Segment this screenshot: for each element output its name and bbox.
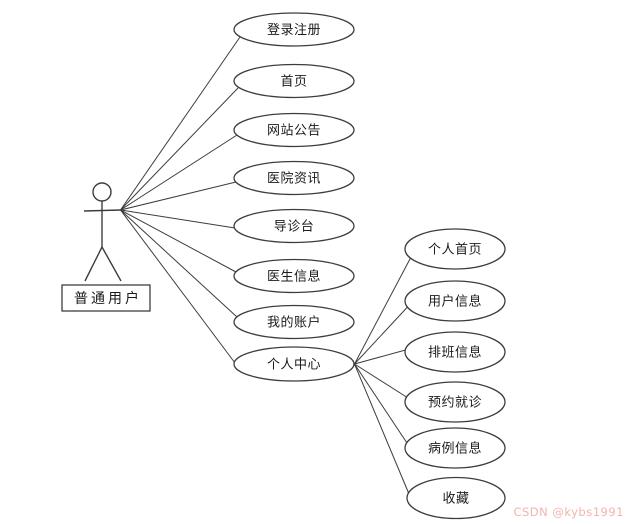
personal-center-association-lines [354, 257, 411, 495]
association-line [120, 209, 236, 229]
usecase-ellipse [404, 427, 506, 469]
usecase-label: 我的账户 [267, 315, 321, 331]
csdn-watermark: CSDN @kybs1991 [513, 505, 624, 519]
association-line [120, 209, 237, 273]
association-line [120, 134, 238, 211]
association-line [120, 181, 237, 211]
usecase-ellipse [404, 331, 506, 373]
usecase-ellipse [404, 381, 506, 423]
secondary-usecases: 个人首页 用户信息 排班信息 预约就诊 病例信息 收藏 [404, 228, 506, 520]
usecase-ellipse [233, 63, 355, 99]
usecase-node-my-account: 我的账户 [233, 304, 355, 340]
usecase-label: 登录注册 [267, 23, 321, 38]
usecase-ellipse [406, 476, 506, 520]
usecase-ellipse [233, 160, 355, 196]
usecase-label: 导诊台 [274, 220, 315, 235]
association-line [354, 363, 408, 444]
usecase-label: 病例信息 [428, 441, 482, 457]
usecase-node-site-announcement: 网站公告 [233, 112, 355, 148]
actor-arms [83, 209, 121, 212]
usecase-node-guidance-desk: 导诊台 [233, 208, 355, 244]
association-line [354, 306, 408, 365]
association-line [120, 87, 239, 211]
usecase-node-favorites: 收藏 [406, 476, 506, 520]
association-line [354, 349, 406, 365]
usecase-label: 个人首页 [428, 243, 482, 258]
usecase-node-personal-home: 个人首页 [404, 228, 506, 270]
usecase-label: 网站公告 [267, 124, 321, 139]
usecase-ellipse [404, 228, 506, 270]
usecase-label: 医院资讯 [267, 172, 321, 187]
usecase-label: 收藏 [442, 492, 469, 507]
usecase-ellipse [233, 112, 355, 148]
usecase-ellipse [404, 280, 506, 322]
usecase-node-hospital-news: 医院资讯 [233, 160, 355, 196]
actor-figure: 普通用户 [61, 182, 151, 312]
usecase-label: 排班信息 [428, 345, 482, 361]
usecase-node-doctor-info: 医生信息 [233, 258, 355, 294]
association-line [354, 257, 411, 365]
usecase-ellipse [233, 346, 355, 382]
actor-head [92, 182, 112, 202]
usecase-ellipse [233, 258, 355, 294]
usecase-ellipse [233, 12, 355, 47]
actor-association-lines [120, 36, 241, 364]
usecase-label: 医生信息 [267, 269, 321, 285]
association-line [120, 209, 238, 318]
actor-left-leg [84, 246, 103, 282]
usecase-node-login-register: 登录注册 [233, 12, 355, 47]
usecase-label: 首页 [280, 75, 307, 90]
usecase-ellipse [233, 208, 355, 244]
usecase-node-personal-center: 个人中心 [233, 346, 355, 382]
usecase-ellipse [233, 304, 355, 340]
usecase-label: 预约就诊 [428, 396, 482, 411]
primary-usecases: 登录注册 首页 网站公告 医院资讯 导诊台 医生信息 [233, 12, 355, 382]
association-line [354, 363, 410, 495]
actor-label: 普通用户 [74, 290, 142, 307]
actor-right-leg [101, 246, 122, 282]
association-line [120, 36, 241, 211]
usecase-node-user-info: 用户信息 [404, 280, 506, 322]
association-line [120, 209, 236, 364]
usecase-node-case-info: 病例信息 [404, 427, 506, 469]
usecase-label: 个人中心 [267, 358, 321, 373]
usecase-node-appointment: 预约就诊 [404, 381, 506, 423]
usecase-node-schedule-info: 排班信息 [404, 331, 506, 373]
association-line [354, 363, 407, 398]
usecase-label: 用户信息 [428, 294, 482, 310]
actor-label-box [61, 284, 151, 312]
usecase-node-home: 首页 [233, 63, 355, 99]
